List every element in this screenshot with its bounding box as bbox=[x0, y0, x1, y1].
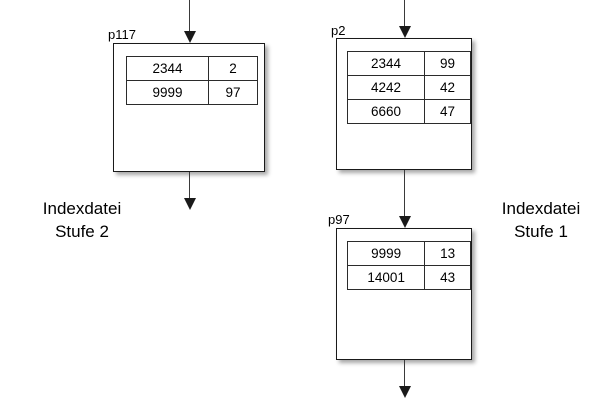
entry-pointer: 13 bbox=[424, 241, 471, 266]
table-row: 14001 43 bbox=[346, 265, 471, 290]
entry-table-p117: 2344 2 9999 97 bbox=[126, 56, 258, 105]
entry-key: 14001 bbox=[346, 265, 426, 290]
arrow-shaft bbox=[403, 360, 406, 388]
entry-pointer: 97 bbox=[208, 80, 258, 105]
table-row: 6660 47 bbox=[346, 99, 471, 124]
arrow-shaft bbox=[403, 0, 406, 28]
entry-table-p97: 9999 13 14001 43 bbox=[346, 241, 471, 290]
arrow-into-p2 bbox=[398, 0, 411, 38]
entry-key: 4242 bbox=[346, 75, 426, 100]
arrow-head bbox=[183, 198, 196, 210]
label-line-1: Indexdatei bbox=[501, 199, 581, 218]
label-indexdatei-stufe-1: Indexdatei Stufe 1 bbox=[478, 198, 604, 244]
arrow-out-of-p97 bbox=[398, 360, 411, 398]
entry-pointer: 99 bbox=[424, 51, 471, 76]
node-box-p97: 9999 13 14001 43 bbox=[336, 228, 472, 360]
entry-pointer: 43 bbox=[424, 265, 471, 290]
arrow-shaft bbox=[403, 170, 406, 218]
entry-table-p2: 2344 99 4242 42 6660 47 bbox=[346, 51, 471, 124]
node-box-p117: 2344 2 9999 97 bbox=[113, 43, 265, 172]
arrow-p2-to-p97 bbox=[398, 170, 411, 228]
entry-pointer: 42 bbox=[424, 75, 471, 100]
node-box-p2: 2344 99 4242 42 6660 47 bbox=[336, 38, 472, 170]
entry-key: 2344 bbox=[126, 56, 209, 81]
entry-key: 2344 bbox=[346, 51, 426, 76]
entry-key: 6660 bbox=[346, 99, 426, 124]
label-line-2: Stufe 1 bbox=[514, 221, 568, 241]
table-row: 2344 2 bbox=[126, 56, 258, 81]
table-row: 9999 97 bbox=[126, 80, 258, 105]
arrow-shaft bbox=[188, 172, 191, 200]
entry-pointer: 47 bbox=[424, 99, 471, 124]
arrow-head bbox=[398, 216, 411, 228]
entry-key: 9999 bbox=[346, 241, 426, 266]
label-line-1: Indexdatei bbox=[42, 199, 122, 218]
arrow-shaft bbox=[188, 0, 191, 33]
entry-pointer: 2 bbox=[208, 56, 258, 81]
node-caption-p2: p2 bbox=[331, 23, 346, 38]
arrow-out-of-p117 bbox=[183, 172, 196, 210]
arrow-head bbox=[398, 26, 411, 38]
table-row: 4242 42 bbox=[346, 75, 471, 100]
arrow-head bbox=[183, 31, 196, 43]
node-caption-p117: p117 bbox=[108, 27, 136, 42]
arrow-into-p117 bbox=[183, 0, 196, 43]
table-row: 9999 13 bbox=[346, 241, 471, 266]
arrow-head bbox=[398, 386, 411, 398]
table-row: 2344 99 bbox=[346, 51, 471, 76]
label-indexdatei-stufe-2: Indexdatei Stufe 2 bbox=[12, 198, 152, 244]
label-line-2: Stufe 2 bbox=[55, 221, 109, 241]
entry-key: 9999 bbox=[126, 80, 209, 105]
node-caption-p97: p97 bbox=[328, 212, 350, 227]
